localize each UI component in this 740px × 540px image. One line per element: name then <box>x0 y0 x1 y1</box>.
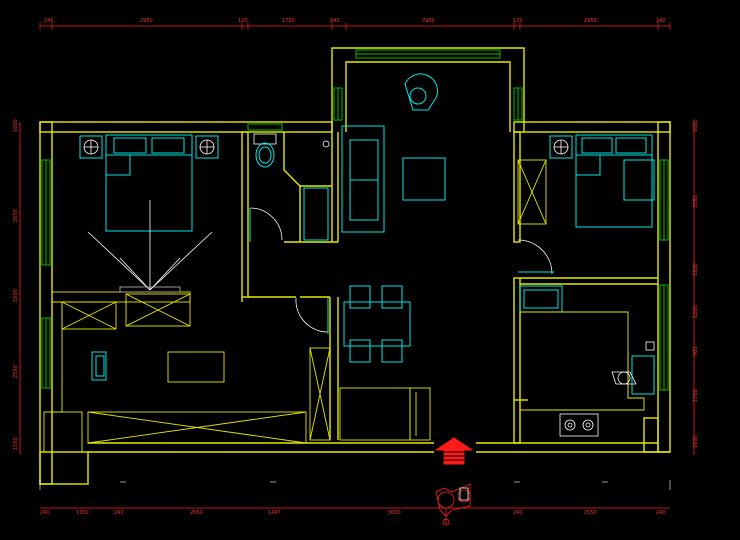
interior-walls <box>241 131 658 444</box>
dim-bottom-8: 2550 <box>584 510 597 516</box>
dim-bottom-9: 240 <box>656 510 666 516</box>
gas-stove <box>559 413 599 437</box>
dim-left-2: 2550 <box>13 209 19 222</box>
window-living-left <box>333 87 343 121</box>
dim-top-2: 2950 <box>140 18 153 24</box>
wardrobe-left <box>61 301 117 330</box>
dim-top-9: 240 <box>656 18 666 24</box>
coffee-table <box>402 157 446 201</box>
north-compass-icon <box>435 483 471 526</box>
right-bedroom <box>517 134 655 275</box>
left-bedroom <box>43 134 307 453</box>
dim-right-2: 2550 <box>693 195 699 208</box>
dim-top-1: 240 <box>44 18 54 24</box>
armchair <box>404 73 438 111</box>
left-bed <box>105 134 193 232</box>
dim-top-5: 240 <box>330 18 340 24</box>
dim-bottom-2: 1300 <box>76 510 89 516</box>
tv-cabinet <box>51 286 191 327</box>
dim-left-4: 2550 <box>13 365 19 378</box>
kitchen <box>519 285 655 437</box>
dining-chair-1 <box>349 285 371 309</box>
dim-left-3: 1500 <box>13 289 19 302</box>
window-left-lower <box>41 317 51 389</box>
dimension-top: 240 2950 120 1750 240 2900 120 2550 240 <box>39 18 671 30</box>
dim-bottom-1: 240 <box>40 510 50 516</box>
dim-top-8: 2550 <box>584 18 597 24</box>
window-right-upper <box>659 159 669 241</box>
kitchen-outlet <box>645 341 655 351</box>
dim-bottom-3: 240 <box>114 510 124 516</box>
dining-area <box>295 285 431 441</box>
dim-bottom-5: 1497 <box>268 510 281 516</box>
bottom-wardrobe <box>43 411 307 453</box>
dim-right-3: 1500 <box>693 263 699 276</box>
dim-left-1: 1000 <box>13 119 19 132</box>
tv-light-cone <box>87 200 213 291</box>
dim-right-5: 900 <box>693 346 699 356</box>
dim-top-7: 120 <box>513 18 523 24</box>
dim-top-4: 1750 <box>282 18 295 24</box>
dim-right-1: 1000 <box>693 119 699 132</box>
right-bed <box>575 134 653 228</box>
dining-chair-2 <box>381 285 403 309</box>
dining-chair-4 <box>381 339 403 363</box>
window-living-right <box>513 87 523 121</box>
desk-area <box>52 301 225 413</box>
entrance-arrow <box>434 437 474 465</box>
dimension-right: 1000 2550 1500 1200 900 1700 1000 <box>693 119 699 455</box>
dining-chair-3 <box>349 339 371 363</box>
sofa <box>341 125 385 233</box>
dimension-left: 1000 2550 1500 2550 1550 <box>13 119 21 455</box>
dim-top-3: 120 <box>238 18 248 24</box>
shoe-cabinet <box>309 347 431 441</box>
corner-ticks <box>39 480 671 490</box>
dimension-bottom: 240 1300 240 2650 1497 3000 240 2550 240 <box>40 507 670 516</box>
windows <box>41 49 669 391</box>
window-right-lower <box>659 284 669 391</box>
window-left-upper <box>41 159 51 266</box>
toilet <box>253 133 277 168</box>
nightstand-right <box>549 135 573 159</box>
dim-bottom-4: 2650 <box>190 510 203 516</box>
window-top-living <box>355 49 501 59</box>
bathroom-door <box>249 207 283 242</box>
dim-bottom-6: 3000 <box>388 510 401 516</box>
dim-right-4: 1200 <box>693 305 699 318</box>
right-side-table <box>623 159 655 201</box>
dining-table <box>343 301 411 347</box>
window-left-bedroom-top <box>247 123 283 131</box>
dim-top-6: 2900 <box>422 18 435 24</box>
dim-left-5: 1550 <box>13 437 19 450</box>
dim-bottom-7: 240 <box>513 510 523 516</box>
dim-right-7: 1000 <box>693 435 699 448</box>
bathroom <box>249 133 330 242</box>
nightstand-left-1 <box>79 135 103 159</box>
kitchen-sink <box>611 355 655 395</box>
counter <box>520 311 645 411</box>
living-room <box>341 73 446 233</box>
nightstand-left-2 <box>195 135 219 159</box>
wash-basin <box>303 140 330 241</box>
bedroom-door-right <box>517 239 554 275</box>
dim-right-6: 1700 <box>693 389 699 402</box>
wardrobe-right <box>517 159 547 225</box>
corridor-door <box>295 297 329 334</box>
